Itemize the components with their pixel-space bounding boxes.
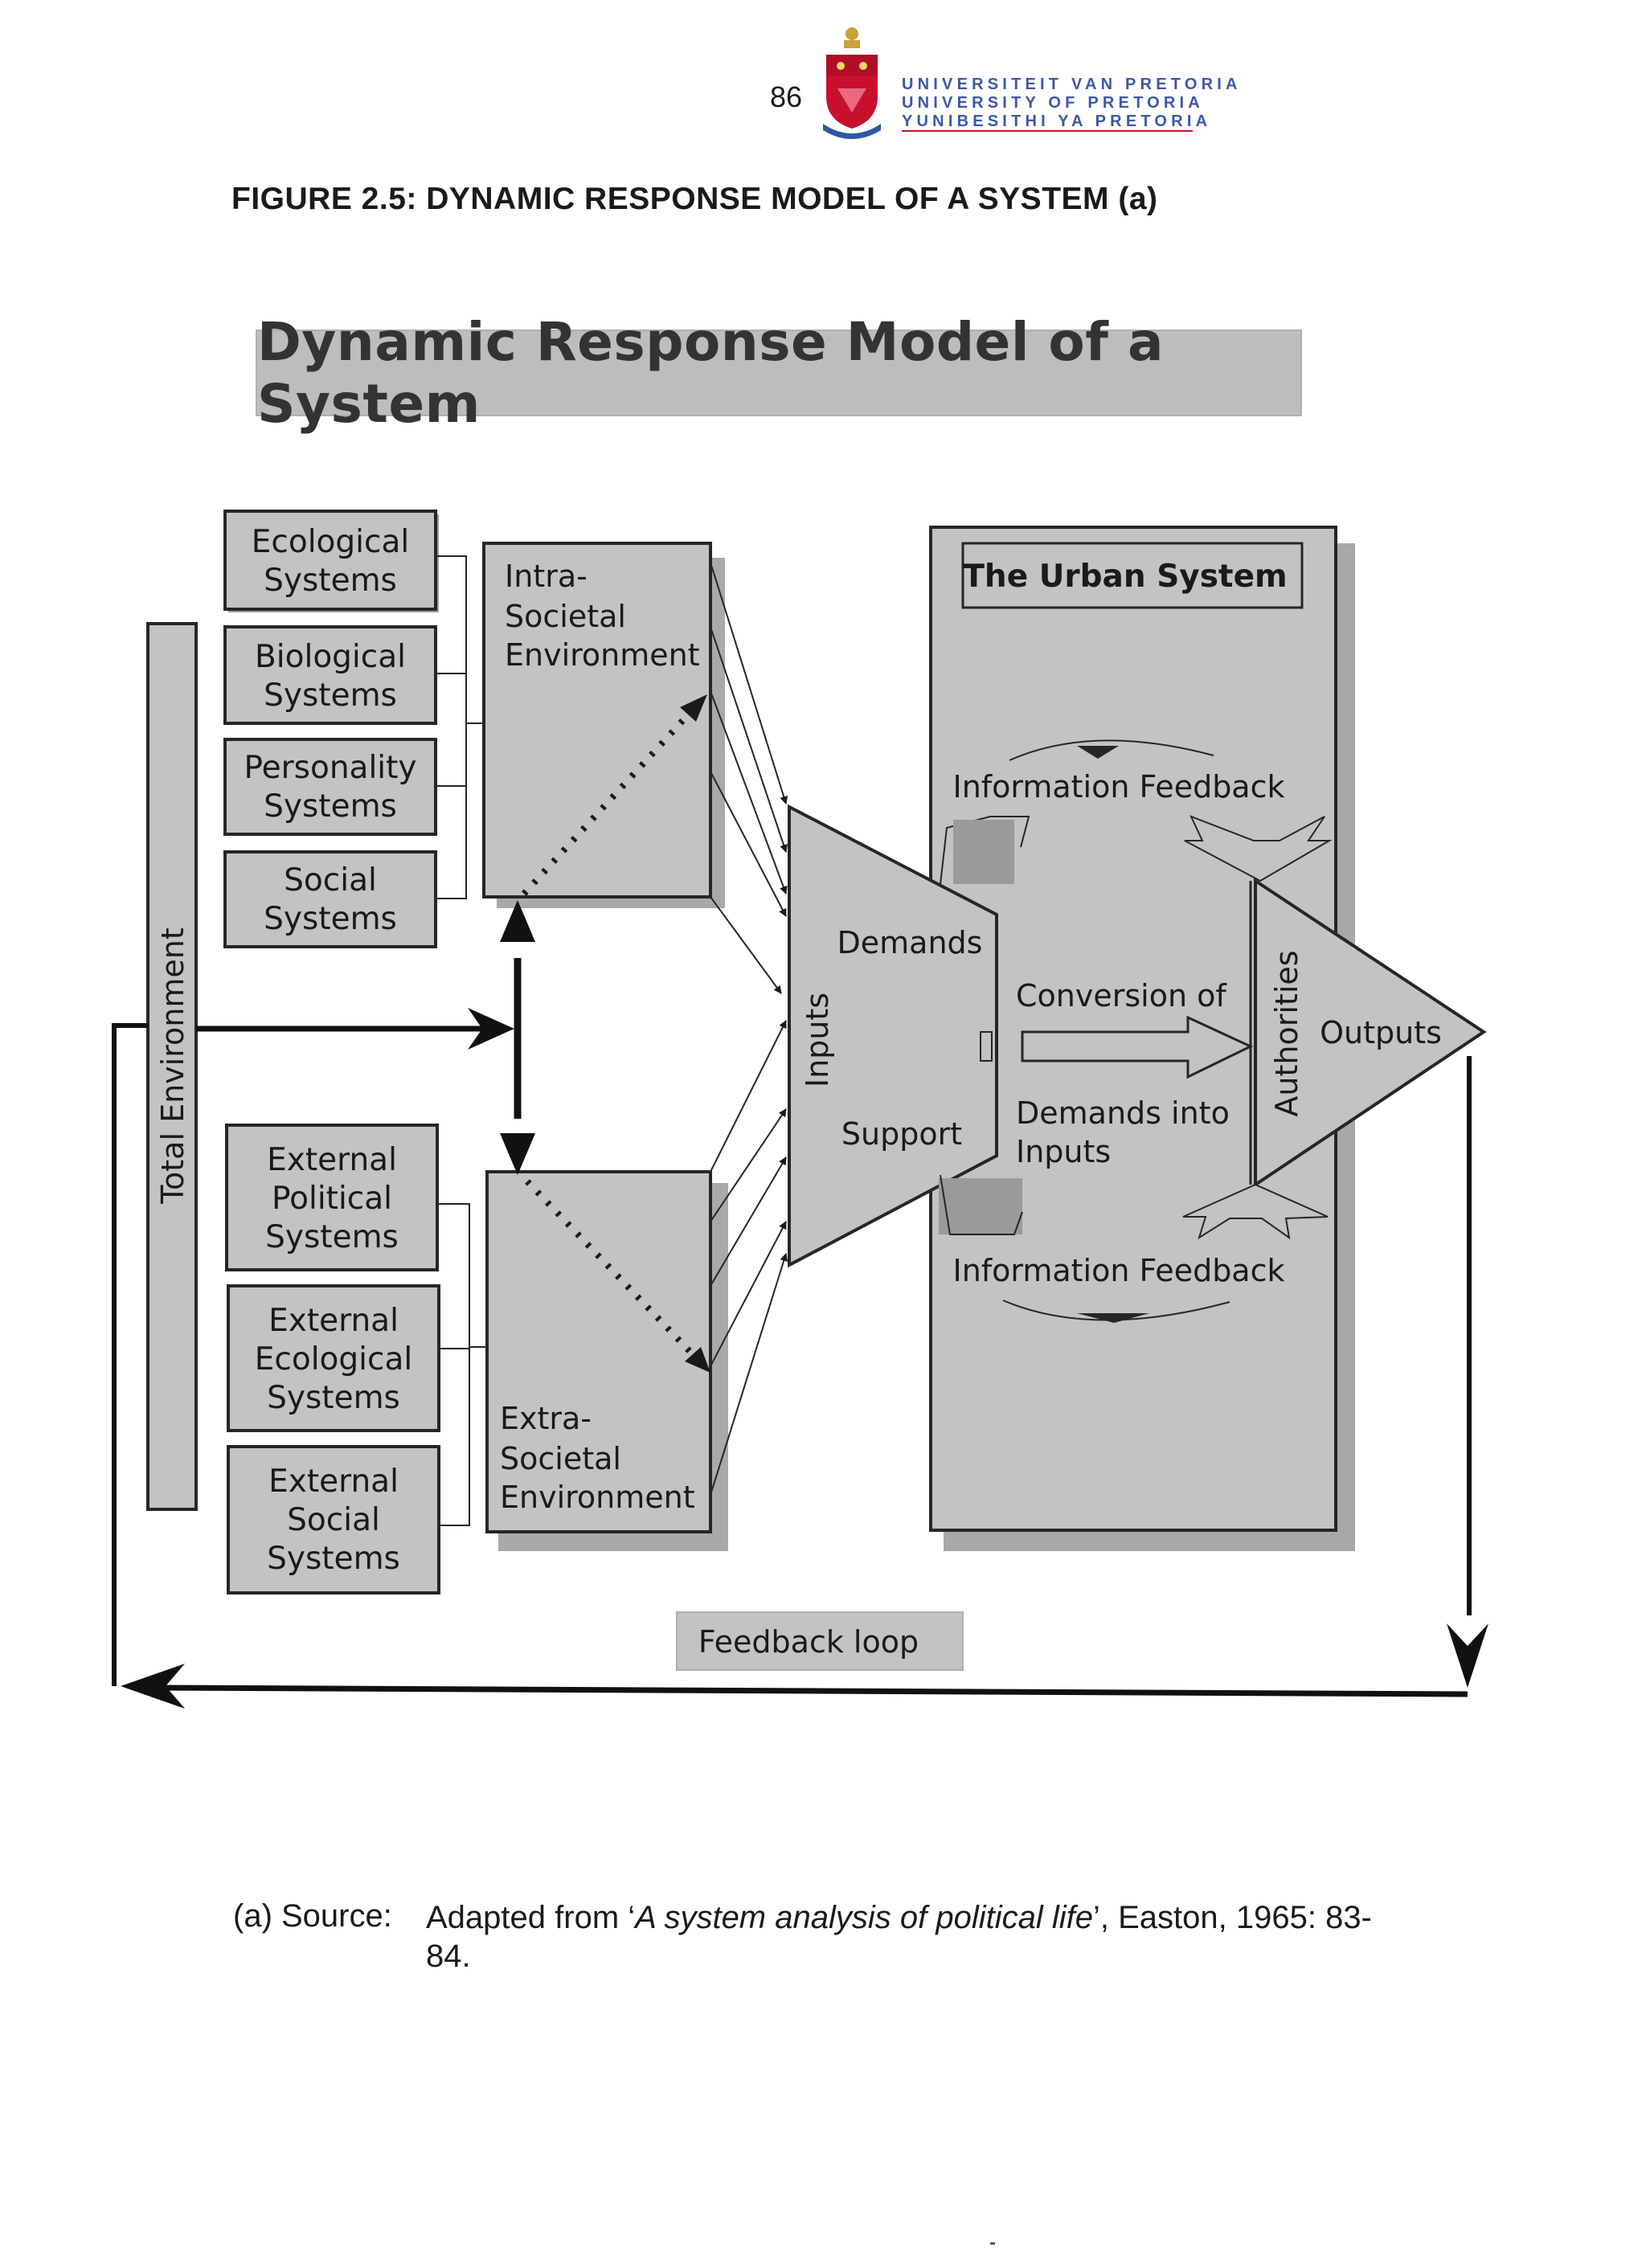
conversion-arrow-tail — [980, 1031, 993, 1062]
urban-system-label: The Urban System — [963, 559, 1287, 595]
diagram-title-banner: Dynamic Response Model of a System — [256, 311, 1302, 435]
inputs-label: Inputs — [800, 993, 835, 1087]
outputs-triangle — [1254, 878, 1487, 1188]
conversion-line3: Inputs — [1016, 1134, 1111, 1169]
page-number: 86 — [770, 80, 803, 113]
external-social-line2: Social — [287, 1502, 380, 1538]
extra-system-boxes: External Political Systems External Ecol… — [225, 1124, 440, 1595]
intra-environment-box — [482, 542, 712, 899]
ecological-systems-box — [223, 510, 437, 611]
external-ecological-line2: Ecological — [255, 1341, 412, 1378]
extra-environment-line2: Societal — [500, 1441, 621, 1476]
biological-systems-line1: Biological — [255, 639, 406, 675]
external-ecological-line1: External — [268, 1303, 399, 1339]
feedback-loop-bottom-line — [160, 1685, 1468, 1697]
input-fan-lines — [710, 562, 788, 1496]
external-political-line1: External — [267, 1142, 397, 1178]
external-social-line3: Systems — [267, 1541, 400, 1577]
feedback-bottom-left-return — [940, 1174, 1023, 1235]
environment-arrow-up-head — [500, 900, 535, 942]
intra-environment-line2: Societal — [505, 599, 626, 634]
information-feedback-bottom-label: Information Feedback — [952, 1253, 1284, 1288]
personality-systems-line1: Personality — [244, 750, 417, 786]
external-social-systems-box — [227, 1445, 440, 1595]
extra-dotted-arrowhead — [685, 1347, 710, 1373]
university-name-afrikaans: UNIVERSITEIT VAN PRETORIA — [902, 76, 1242, 93]
social-systems-line1: Social — [284, 862, 377, 899]
university-underline — [902, 130, 1193, 132]
total-environment-bar — [146, 622, 198, 1511]
feedback-top-left-return — [940, 816, 1030, 885]
external-political-line3: Systems — [265, 1219, 399, 1255]
source-label: (a) Source: — [233, 1898, 392, 1934]
extra-environment-line3: Environment — [500, 1480, 695, 1515]
demands-label: Demands — [837, 925, 983, 960]
source-text-suffix: ’, Easton, 1965: 83-84. — [426, 1900, 1372, 1974]
personality-systems-line2: Systems — [264, 788, 397, 825]
intra-system-boxes: Ecological Systems Biological Systems Pe… — [223, 510, 439, 948]
conversion-line2: Demands into — [1016, 1095, 1230, 1131]
external-ecological-systems-box — [227, 1284, 440, 1432]
intra-bracket-connectors — [436, 555, 485, 899]
ecological-systems-line1: Ecological — [252, 524, 409, 560]
external-ecological-line3: Systems — [267, 1380, 400, 1416]
feedback-loop-left-line — [112, 1023, 148, 1686]
urban-system-label-box — [961, 542, 1304, 609]
university-name-english: UNIVERSITY OF PRETORIA — [902, 94, 1204, 112]
diagram-title: Dynamic Response Model of a System — [257, 311, 1164, 435]
feedback-bottom-arc-mark — [1077, 1313, 1149, 1323]
source-text-prefix: Adapted from ‘ — [426, 1900, 636, 1935]
extra-bracket-connectors — [437, 1203, 487, 1526]
personality-systems-box — [223, 738, 437, 836]
feedback-top-right-arrow — [1184, 815, 1333, 882]
intra-environment-line3: Environment — [505, 637, 700, 673]
feedback-loop-left-arrowhead — [121, 1664, 185, 1709]
outputs-label: Outputs — [1320, 1015, 1442, 1050]
ecological-systems-line2: Systems — [264, 563, 397, 599]
university-crest-icon — [823, 27, 881, 139]
university-name-sepedi: YUNIBESITHI YA PRETORIA — [902, 113, 1212, 130]
inputs-trapezoid — [788, 804, 998, 1268]
total-environment-label: Total Environment — [155, 927, 190, 1204]
feedback-top-left-shade — [953, 820, 1014, 884]
extra-environment-box — [485, 1170, 712, 1533]
feedback-loop-label-box — [676, 1611, 964, 1671]
source-title: A system analysis of political life — [635, 1900, 1093, 1935]
feedback-bottom-left-shade — [939, 1178, 1022, 1234]
feedback-loop-down-arrowhead — [1447, 1623, 1488, 1688]
feedback-top-arc — [1009, 739, 1214, 761]
intra-environment-line1: Intra- — [505, 559, 588, 594]
external-political-line2: Political — [272, 1181, 392, 1217]
social-systems-line2: Systems — [264, 901, 397, 937]
figure-caption: FIGURE 2.5: DYNAMIC RESPONSE MODEL OF A … — [231, 182, 1158, 216]
source-text: Adapted from ‘A system analysis of polit… — [426, 1898, 1374, 1975]
intra-dotted-arrow — [522, 698, 703, 896]
feedback-top-arc-mark — [1077, 746, 1119, 759]
conversion-line1: Conversion of — [1016, 978, 1227, 1013]
external-social-line1: External — [268, 1464, 399, 1500]
external-political-systems-box — [225, 1124, 439, 1271]
extra-environment-line1: Extra- — [500, 1401, 592, 1436]
feedback-loop-label: Feedback loop — [698, 1624, 919, 1660]
information-feedback-top-label: Information Feedback — [952, 769, 1284, 804]
page-mark — [990, 2242, 995, 2245]
intra-dotted-arrowhead — [680, 694, 707, 722]
biological-systems-line2: Systems — [264, 678, 397, 714]
conversion-arrow — [1021, 1015, 1254, 1079]
social-systems-box — [223, 850, 437, 948]
support-label: Support — [841, 1116, 962, 1152]
feedback-bottom-right-arrow — [1182, 1183, 1329, 1240]
authorities-label: Authorities — [1269, 950, 1304, 1116]
environment-arrow-down-head — [500, 1133, 535, 1175]
total-environment-arrowhead — [468, 1008, 514, 1050]
biological-systems-box — [223, 625, 437, 725]
